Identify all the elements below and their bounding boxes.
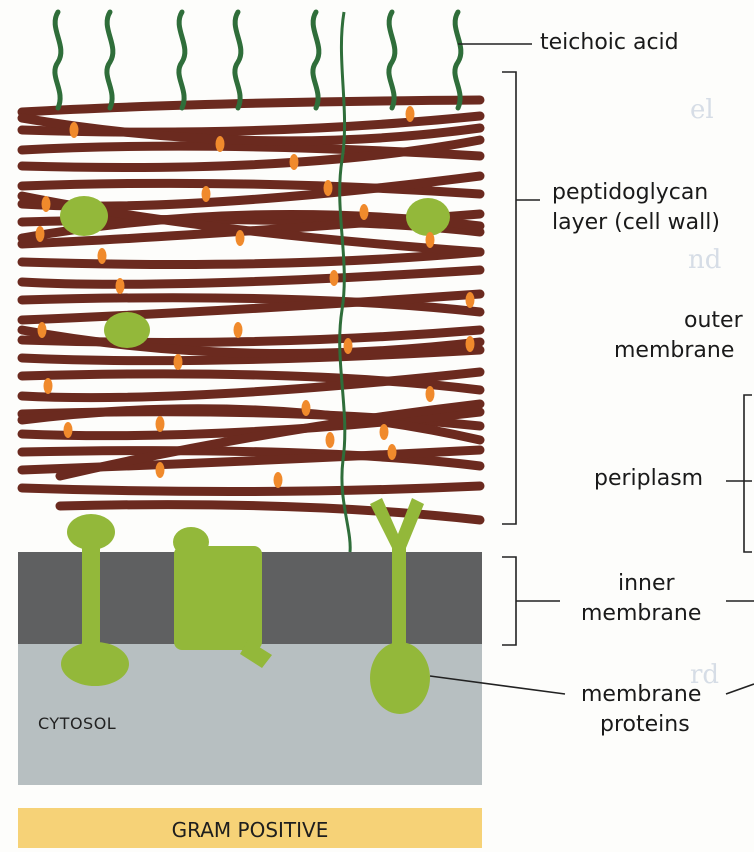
- outer-membrane-label-line1: outer: [684, 306, 743, 336]
- crosslink: [360, 204, 369, 220]
- crosslink: [36, 226, 45, 242]
- crosslink: [302, 400, 311, 416]
- crosslink: [38, 322, 47, 338]
- crosslink: [236, 230, 245, 246]
- gram-positive-label: GRAM POSITIVE: [172, 818, 329, 842]
- inner-membrane-label-line2: membrane: [581, 599, 701, 629]
- crosslink: [156, 416, 165, 432]
- peptidoglycan-label-line2: layer (cell wall): [552, 208, 720, 238]
- teichoic-acid-label: teichoic acid: [540, 28, 679, 58]
- crosslink: [202, 186, 211, 202]
- crosslink: [324, 180, 333, 196]
- inner-membrane-label-line1: inner: [618, 569, 675, 599]
- crosslink: [216, 136, 225, 152]
- background-ghost-text: nd: [688, 245, 721, 275]
- background-ghost-text: el: [690, 95, 714, 125]
- teichoic-acid-chain: [235, 12, 241, 108]
- crosslink: [156, 462, 165, 478]
- teichoic-acid-chain: [179, 12, 185, 108]
- peptidoglycan-strands: [22, 100, 480, 520]
- crosslink: [70, 122, 79, 138]
- periplasm-label: periplasm: [594, 464, 703, 494]
- wall-blob: [406, 198, 450, 236]
- wall-blob: [60, 196, 108, 236]
- gram-positive-banner: GRAM POSITIVE: [18, 808, 482, 848]
- outer-membrane-label-line2: membrane: [614, 336, 734, 366]
- crosslink: [406, 106, 415, 122]
- cytosol-label: CYTOSOL: [38, 714, 116, 733]
- teichoic-acid-chain: [55, 12, 61, 108]
- crosslink: [98, 248, 107, 264]
- crosslink: [344, 338, 353, 354]
- crosslink: [426, 386, 435, 402]
- teichoic-acid-chain: [313, 12, 319, 108]
- peptidoglycan-strand: [22, 252, 480, 264]
- crosslink: [330, 270, 339, 286]
- crosslink: [44, 378, 53, 394]
- crosslink: [116, 278, 125, 294]
- inner-membrane-bracket: [502, 557, 516, 645]
- crosslink: [64, 422, 73, 438]
- crosslink: [466, 292, 475, 308]
- membrane-proteins-label-line2: proteins: [600, 710, 690, 740]
- crosslink: [466, 336, 475, 352]
- crosslink: [326, 432, 335, 448]
- membrane-proteins-label-line1: membrane: [581, 680, 701, 710]
- crosslink: [426, 232, 435, 248]
- membrane-protein-2: [173, 527, 272, 668]
- peptidoglycan-strand: [22, 270, 480, 284]
- crosslink: [174, 354, 183, 370]
- peptidoglycan-strand: [22, 486, 480, 492]
- teichoic-acid-chain: [455, 12, 461, 108]
- peptidoglycan-bracket: [502, 72, 516, 524]
- teichoic-acid-chain: [389, 12, 395, 108]
- teichoic-acid-chain: [107, 12, 113, 108]
- crosslink: [42, 196, 51, 212]
- crosslink: [234, 322, 243, 338]
- crosslink: [290, 154, 299, 170]
- wall-blob: [104, 312, 150, 348]
- peptidoglycan-label-line1: peptidoglycan: [552, 178, 708, 208]
- crosslink: [380, 424, 389, 440]
- teichoic-acid-chains: [55, 12, 461, 108]
- crosslink: [274, 472, 283, 488]
- crosslink: [388, 444, 397, 460]
